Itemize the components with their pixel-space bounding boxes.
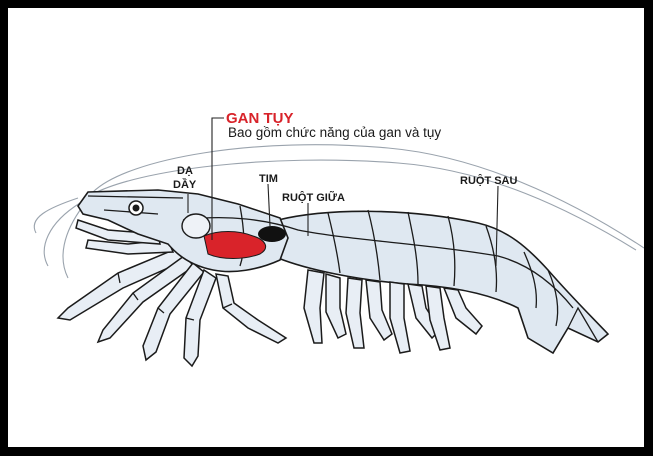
heart-label: TIM <box>259 173 278 185</box>
shrimp-anatomy-diagram: GAN TỤY Bao gồm chức năng của gan và tụy… <box>33 110 644 368</box>
diagram-canvas: GAN TỤY Bao gồm chức năng của gan và tụy… <box>8 8 644 447</box>
abdomen <box>277 209 610 355</box>
hepatopancreas-shape <box>203 231 267 259</box>
stomach-label-line1: DẠ <box>177 165 193 177</box>
stomach-shape <box>181 213 211 239</box>
swimming-legs <box>303 269 483 354</box>
internal-organs <box>181 213 574 309</box>
hepatopancreas-description: Bao gồm chức năng của gan và tụy <box>228 125 441 140</box>
leader-lines <box>187 117 499 267</box>
stomach-label-line2: DẦY <box>173 178 197 191</box>
hepatopancreas-title: GAN TỤY <box>226 110 294 127</box>
midgut-label: RUỘT GIỮA <box>282 191 345 204</box>
walking-legs <box>56 219 288 368</box>
heart-shape <box>258 226 286 242</box>
antennae <box>33 144 644 279</box>
hindgut-label: RUỘT SAU <box>460 174 518 187</box>
